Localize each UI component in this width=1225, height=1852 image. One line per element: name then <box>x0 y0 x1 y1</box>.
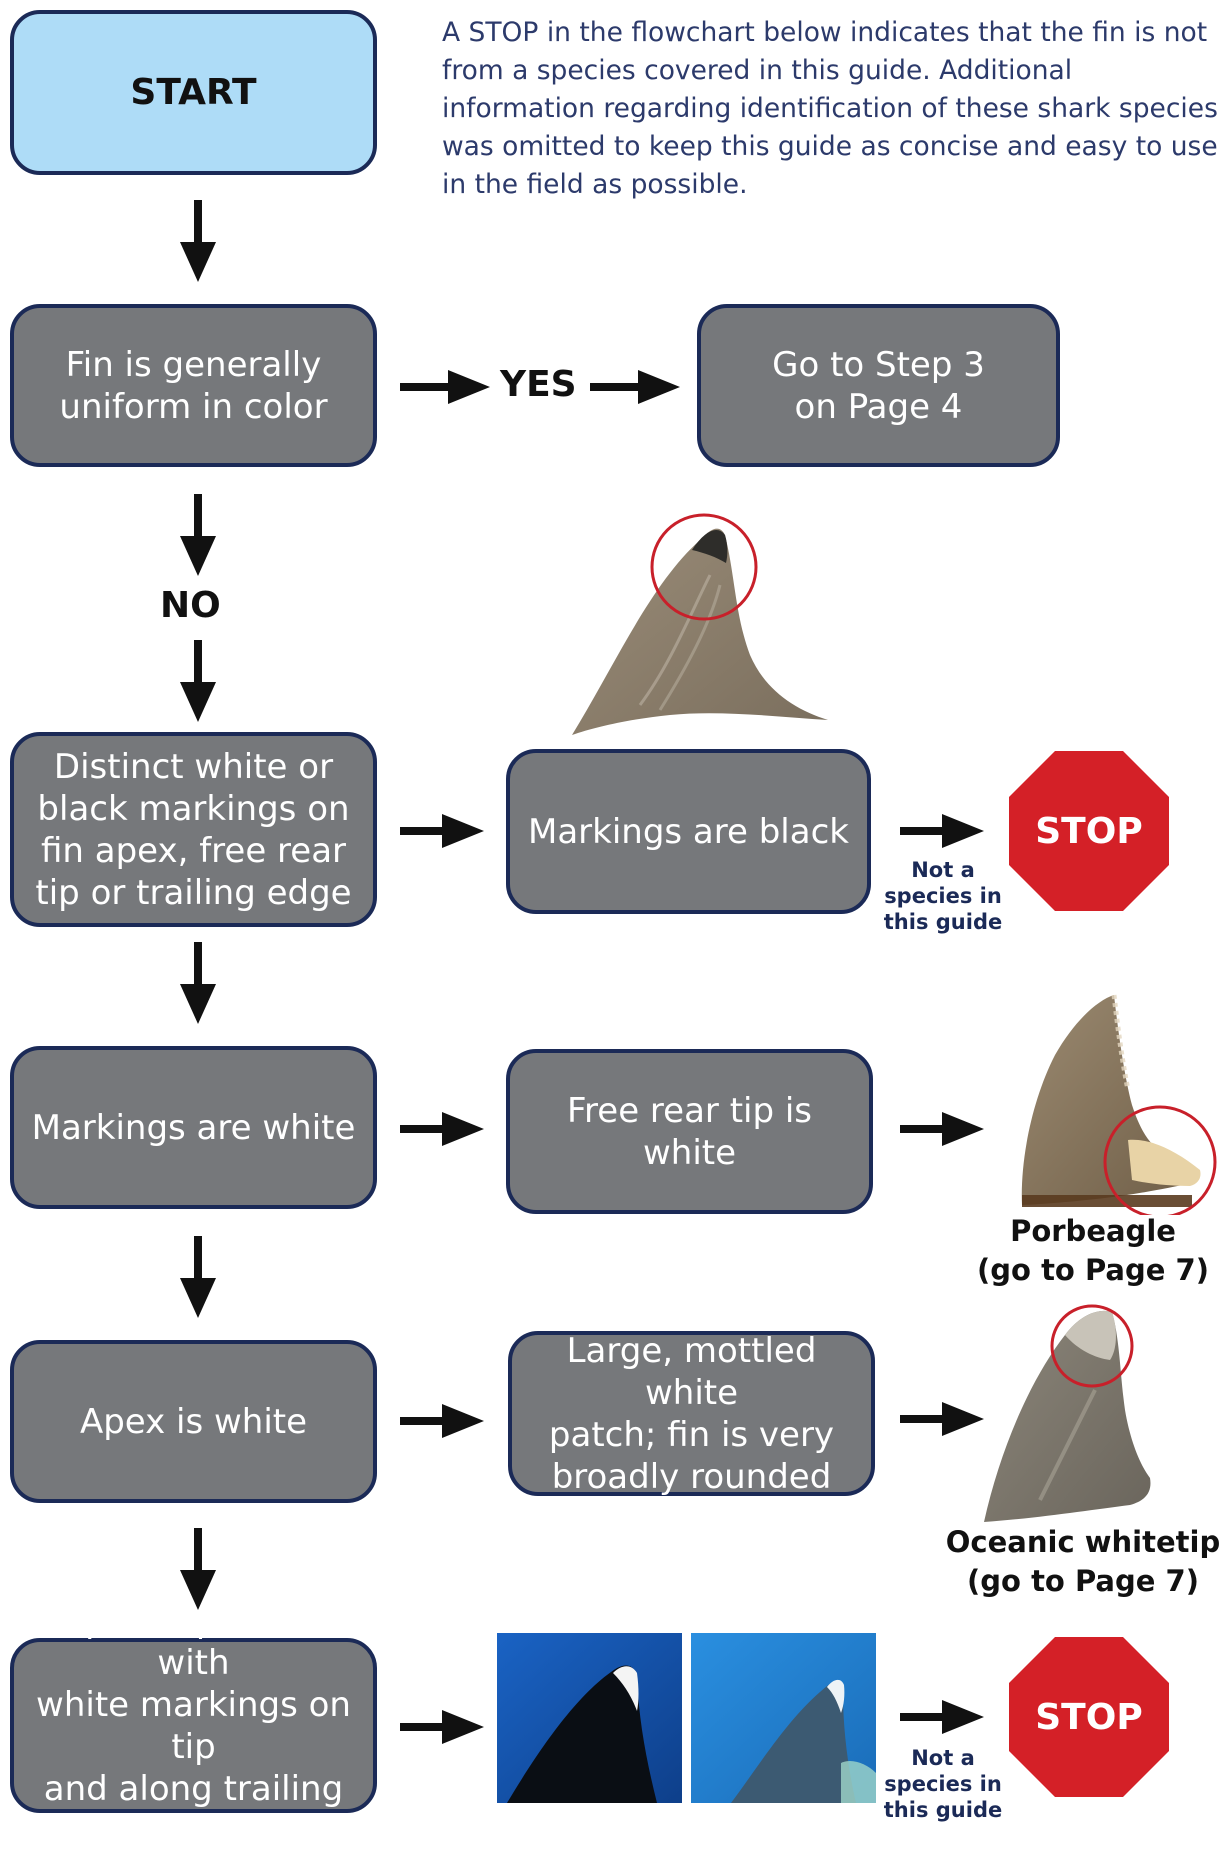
arrow-down-distinct <box>180 942 216 1024</box>
arrow-right-rear-tip <box>900 1112 984 1146</box>
pointed-apex-photo-2 <box>691 1633 876 1803</box>
arrow-right-white <box>400 1112 484 1146</box>
start-node: START <box>10 10 377 175</box>
oceanic-whitetip-caption: Oceanic whitetip (go to Page 7) <box>945 1525 1221 1598</box>
black-tip-fin-image <box>572 513 828 735</box>
not-species-note-2: Not a species in this guide <box>883 1746 1003 1822</box>
arrow-right-distinct <box>400 814 484 848</box>
yes-label: YES <box>500 364 577 405</box>
arrow-down-white <box>180 1236 216 1318</box>
arrow-down-no <box>180 640 216 722</box>
arrow-right-uniform <box>400 370 490 404</box>
not-species-note-1: Not a species in this guide <box>883 858 1003 934</box>
stop-label-1: STOP <box>1035 810 1143 852</box>
arrow-right-black <box>900 814 984 848</box>
markings-white-node: Markings are white <box>10 1046 377 1209</box>
no-label: NO <box>160 585 221 626</box>
free-rear-tip-white-node: Free rear tip is white <box>506 1049 873 1214</box>
distinct-markings-node: Distinct white or black markings on fin … <box>10 732 377 927</box>
porbeagle-caption: Porbeagle (go to Page 7) <box>977 1214 1209 1287</box>
apex-white-node: Apex is white <box>10 1340 377 1503</box>
arrow-right-apex-white <box>400 1404 484 1438</box>
go-to-step3-node: Go to Step 3 on Page 4 <box>697 304 1060 467</box>
apex-pointed-node: Apex is pointed with white markings on t… <box>10 1601 377 1851</box>
stop-label-2: STOP <box>1035 1696 1143 1738</box>
arrow-down-start <box>180 200 216 282</box>
stop-octagon-icon <box>1009 1637 1169 1797</box>
arrow-down-uniform <box>180 494 216 576</box>
oceanic-whitetip-fin-image <box>984 1304 1151 1522</box>
uniform-color-node: Fin is generally uniform in color <box>10 304 377 467</box>
arrow-right-apex-pointed <box>400 1710 484 1744</box>
arrow-right-yes <box>590 370 680 404</box>
stop-octagon-icon <box>1009 751 1169 911</box>
markings-black-node: Markings are black <box>506 749 871 914</box>
mottled-patch-node: Large, mottled white patch; fin is very … <box>508 1331 875 1497</box>
porbeagle-fin-image <box>1021 994 1217 1215</box>
stop-sign-2: STOP <box>1007 1635 1171 1799</box>
arrow-right-mottled <box>900 1402 984 1436</box>
arrow-right-photos <box>900 1700 984 1734</box>
arrow-down-apex-white <box>180 1528 216 1610</box>
intro-text: A STOP in the flowchart below indicates … <box>442 17 1218 200</box>
stop-sign-1: STOP <box>1007 749 1171 913</box>
pointed-apex-photo-1 <box>497 1633 682 1803</box>
